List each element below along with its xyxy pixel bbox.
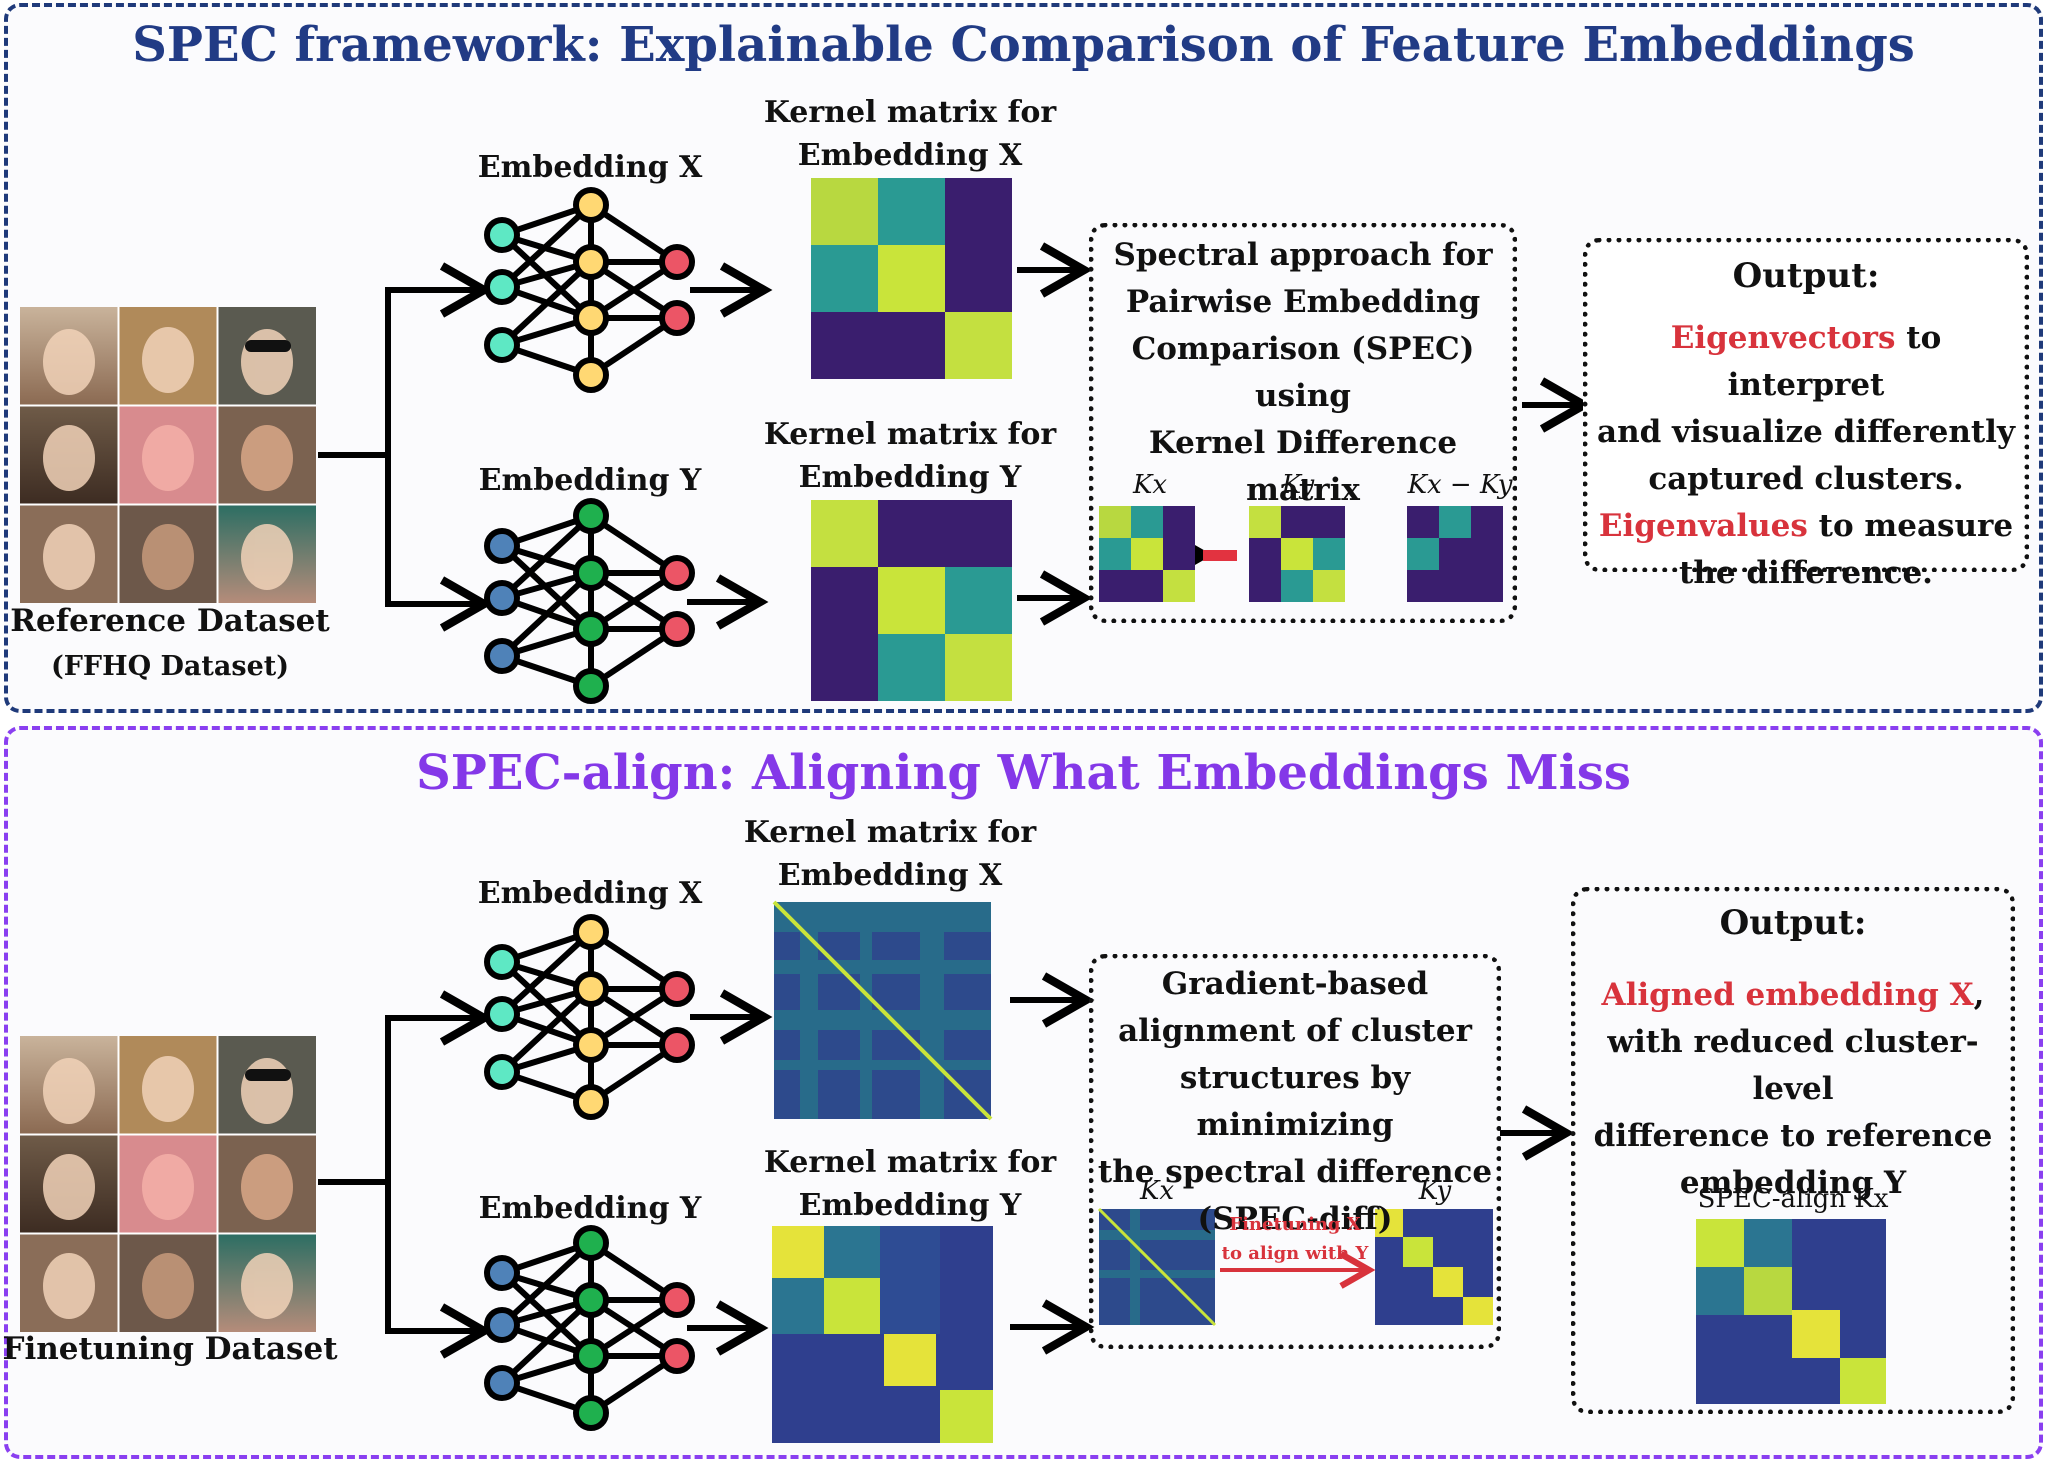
panel-title: SPEC framework: Explainable Comparison o…: [132, 17, 1915, 73]
output-line: the difference.: [1679, 555, 1933, 591]
kernel-y-label-line: Embedding Y: [798, 1188, 1022, 1223]
kernel-y-label-line: Kernel matrix for: [763, 417, 1057, 452]
finetune-label: Finetuning X to align with Y: [1200, 1210, 1390, 1268]
output-title: Output:: [1719, 903, 1867, 943]
kernel-x-label-line: Embedding X: [777, 858, 1003, 893]
method-line: using: [1255, 378, 1351, 414]
kx-label: Kx: [1132, 470, 1168, 500]
kernel-y-label-line: Kernel matrix for: [763, 1145, 1057, 1180]
method-line: Comparison (SPEC): [1131, 331, 1475, 367]
kernel-x-label-line: Kernel matrix for: [743, 815, 1037, 850]
output-line: difference to reference: [1593, 1118, 1993, 1154]
top-output-box: Output: Eigenvectors to interpret and vi…: [1583, 238, 2029, 591]
output-text: Aligned embedding X, with reduced cluste…: [1576, 972, 2010, 1207]
embedding-x-label: Embedding X: [477, 876, 703, 911]
finetune-line: to align with Y: [1221, 1243, 1369, 1264]
method-line: (SPEC-diff): [1197, 1201, 1393, 1237]
eigenvectors-highlight: Eigenvectors: [1670, 320, 1896, 356]
ky-label: Ky: [1418, 1176, 1452, 1206]
panel-title: SPEC-align: Aligning What Embeddings Mis…: [416, 745, 1631, 801]
kernel-x-label-line: Kernel matrix for: [763, 95, 1057, 130]
embedding-y-label: Embedding Y: [478, 463, 702, 498]
eigenvalues-highlight: Eigenvalues: [1598, 508, 1808, 544]
kx-label: Kx: [1139, 1176, 1175, 1206]
method-line: Gradient-based: [1161, 966, 1429, 1002]
dataset-sublabel: (FFHQ Dataset): [50, 651, 290, 682]
spec-method-box: Spectral approach for Pairwise Embedding…: [1089, 223, 1517, 623]
aligned-embedding-highlight: Aligned embedding X: [1601, 977, 1974, 1013]
output-line: embedding Y: [1679, 1165, 1907, 1201]
output-text: Eigenvectors to interpret and visualize …: [1588, 315, 2024, 597]
dataset-label: Finetuning Dataset: [2, 1331, 338, 1367]
kernel-y-label: Kernel matrix for Embedding Y: [760, 413, 1060, 499]
method-line: Spectral approach for: [1113, 237, 1493, 273]
method-line: Pairwise Embedding: [1125, 284, 1481, 320]
spec-align-kx-label: SPEC-align Kx: [1697, 1184, 1889, 1214]
kernel-x-label: Kernel matrix for Embedding X: [740, 811, 1040, 897]
method-text: Spectral approach for Pairwise Embedding…: [1094, 232, 1512, 514]
output-title: Output:: [1732, 256, 1880, 296]
method-line: alignment of cluster: [1118, 1013, 1472, 1049]
output-line: with reduced cluster-level: [1607, 1024, 1979, 1107]
bottom-output-box: Output: Aligned embedding X, with reduce…: [1571, 887, 2015, 1414]
output-line: captured clusters.: [1648, 461, 1964, 497]
ky-label: Ky: [1281, 470, 1315, 500]
kernel-x-label: Kernel matrix for Embedding X: [760, 91, 1060, 177]
kernel-y-label: Kernel matrix for Embedding Y: [760, 1141, 1060, 1227]
spec-align-method-box: Gradient-based alignment of cluster stru…: [1089, 954, 1501, 1349]
embedding-x-label: Embedding X: [477, 150, 703, 185]
output-line: and visualize differently: [1597, 414, 2015, 450]
embedding-y-label: Embedding Y: [478, 1191, 702, 1226]
output-text-span: to measure: [1807, 508, 2014, 544]
output-text-span: ,: [1973, 977, 1985, 1013]
output-line: Aligned embedding X,: [1576, 972, 2010, 1019]
method-line: structures by minimizing: [1179, 1060, 1411, 1143]
kernel-y-label-line: Embedding Y: [798, 460, 1022, 495]
method-line: the spectral difference: [1097, 1154, 1493, 1190]
kernel-x-label-line: Embedding X: [797, 138, 1023, 173]
method-text: Gradient-based alignment of cluster stru…: [1094, 961, 1496, 1243]
kdiff-label: Kx − Ky: [1407, 470, 1513, 500]
method-line: Kernel Difference matrix: [1148, 425, 1458, 508]
output-text-span: to interpret: [1727, 320, 1942, 403]
output-line: Eigenvectors to interpret: [1588, 315, 2024, 409]
finetune-line: Finetuning X: [1229, 1214, 1361, 1235]
output-line: Eigenvalues to measure: [1588, 503, 2024, 550]
dataset-label: Reference Dataset: [10, 603, 330, 639]
